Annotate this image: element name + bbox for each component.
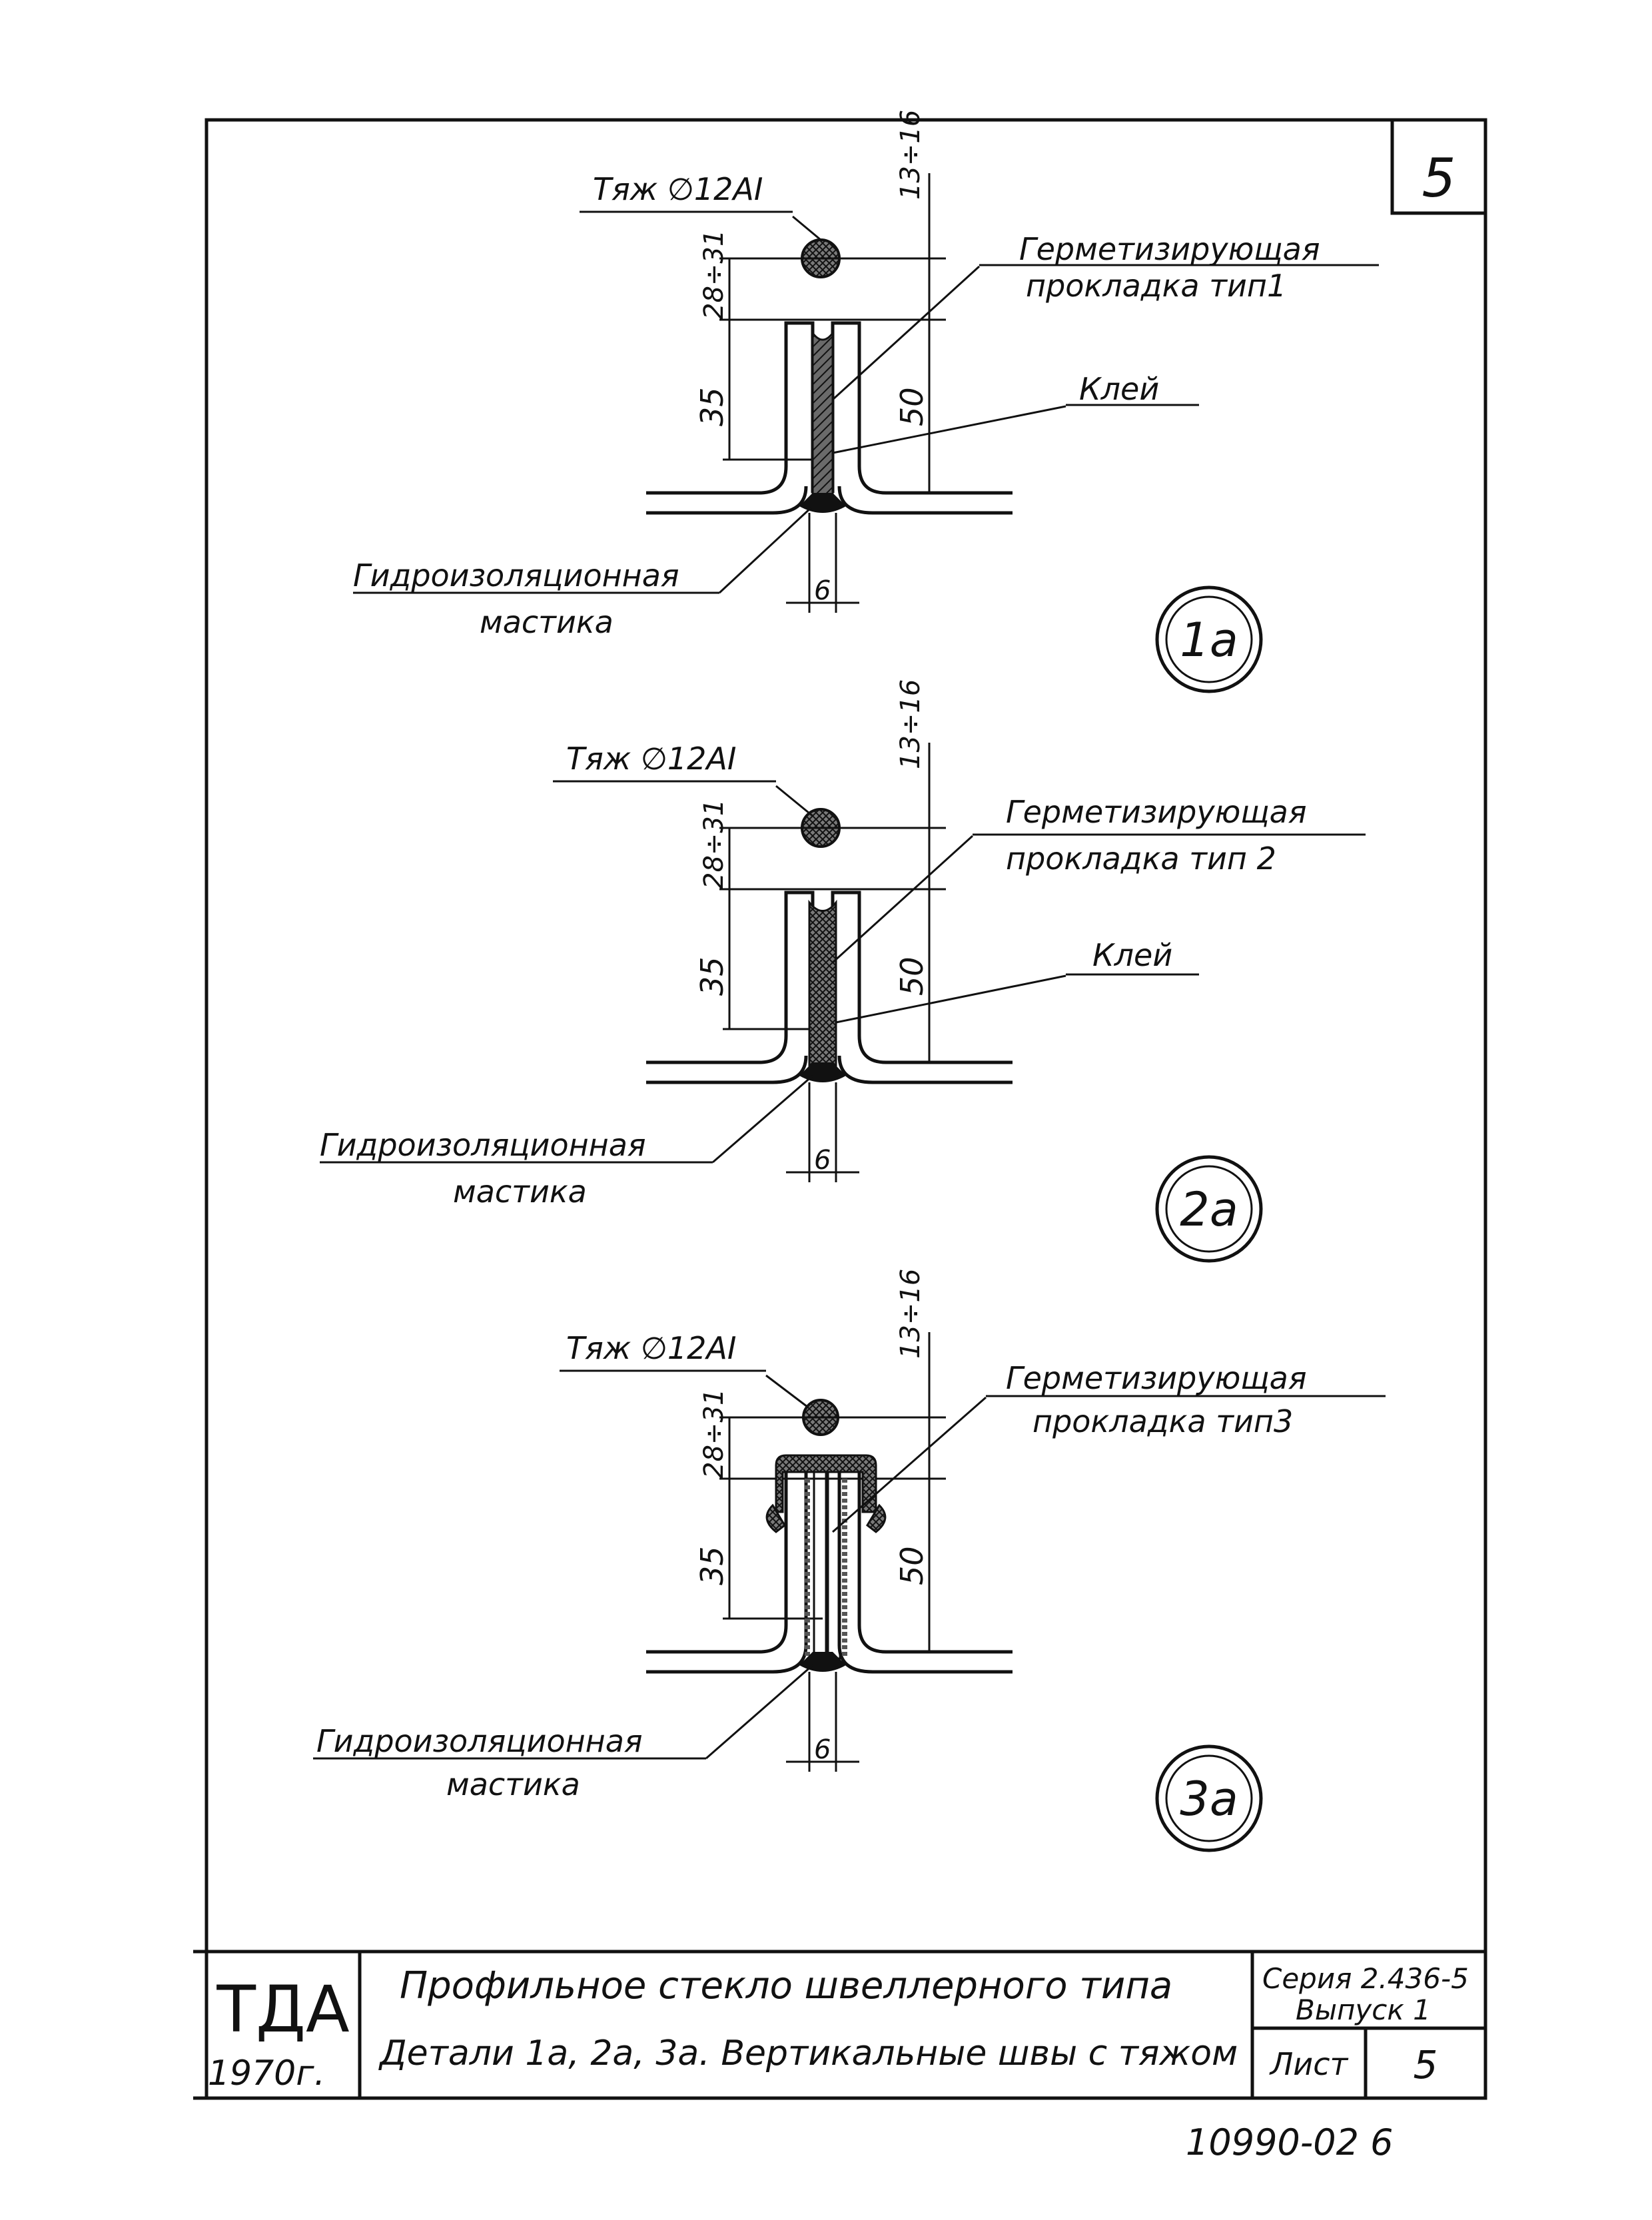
detail-marker-circle (1155, 1744, 1263, 1852)
detail-marker-circle (1155, 1155, 1263, 1263)
gasket-type2 (808, 899, 837, 1077)
dim-left-upper: 28÷31 (699, 230, 729, 320)
corner-number-box: 5 (1390, 118, 1487, 215)
org-code: ТДА (216, 1972, 349, 2047)
dim-left-upper: 28÷31 (699, 799, 729, 889)
gasket-label-line1: Герметизирующая (1019, 231, 1320, 267)
rod-label: Тяж ∅12AI (566, 1330, 736, 1366)
title-block: ТДА 1970г. Профильное стекло швеллерного… (193, 1950, 1485, 2100)
detail-marker: 2a (1180, 1182, 1238, 1237)
detail-1a: Тяж ∅12AI Герметизирующая прокладка тип1… (353, 110, 1379, 693)
dim-bottom: 6 (814, 575, 831, 606)
detail-marker: 1a (1180, 613, 1238, 667)
title-line1: Профильное стекло швеллерного типа (400, 1964, 1172, 2008)
dim-left-lower: 35 (694, 1546, 730, 1585)
mastic-line2: мастика (446, 1766, 580, 1802)
detail-3a: Тяж ∅12AI Герметизирующая прокладка тип3… (313, 1269, 1386, 1852)
gasket-type3 (775, 1454, 877, 1513)
mastic-line1: Гидроизоляционная (316, 1723, 643, 1759)
series-line2: Выпуск 1 (1296, 1994, 1431, 2026)
detail-marker-circle (1155, 585, 1263, 693)
glue-label: Клей (1079, 371, 1159, 407)
gasket-label-line2: прокладка тип 2 (1006, 841, 1276, 877)
corner-number: 5 (1422, 147, 1456, 209)
series-line1: Серия 2.436-5 (1262, 1962, 1469, 1995)
dim-left-upper: 28÷31 (699, 1389, 729, 1479)
gasket-type1 (811, 330, 834, 508)
dim-right: 50 (894, 956, 930, 996)
org-year: 1970г. (208, 2053, 325, 2093)
dim-right: 50 (894, 387, 930, 426)
sheet-frame (205, 118, 1487, 2100)
gasket-label-line1: Герметизирующая (1006, 1360, 1307, 1396)
rod-label: Тяж ∅12AI (566, 741, 736, 777)
dim-right: 50 (894, 1546, 930, 1585)
gasket-label-line2: прокладка тип3 (1032, 1403, 1293, 1439)
dim-left-lower: 35 (694, 956, 730, 996)
dim-left-lower: 35 (694, 387, 730, 426)
dim-top-right: 13÷16 (895, 679, 926, 769)
detail-marker: 3a (1180, 1772, 1238, 1826)
dim-bottom: 6 (814, 1145, 831, 1176)
gasket-label-line2: прокладка тип1 (1026, 268, 1286, 304)
glue-label: Клей (1092, 937, 1172, 973)
sheet-label: Лист (1269, 2046, 1349, 2082)
sheet-number: 5 (1414, 2042, 1438, 2087)
rod-label: Тяж ∅12AI (593, 171, 763, 207)
footer-code: 10990-02 6 (1186, 2121, 1394, 2163)
dim-top-right: 13÷16 (895, 1269, 926, 1359)
mastic-line1: Гидроизоляционная (320, 1127, 646, 1163)
detail-2a: Тяж ∅12AI Герметизирующая прокладка тип … (320, 679, 1366, 1263)
mastic-line2: мастика (480, 604, 614, 640)
mastic-line2: мастика (453, 1174, 587, 1210)
mastic-line1: Гидроизоляционная (353, 557, 679, 593)
title-line2: Детали 1а, 2а, 3а. Вертикальные швы с тя… (378, 2034, 1238, 2073)
dim-top-right: 13÷16 (895, 110, 926, 200)
dim-bottom: 6 (814, 1734, 831, 1765)
gasket-label-line1: Герметизирующая (1006, 794, 1307, 830)
